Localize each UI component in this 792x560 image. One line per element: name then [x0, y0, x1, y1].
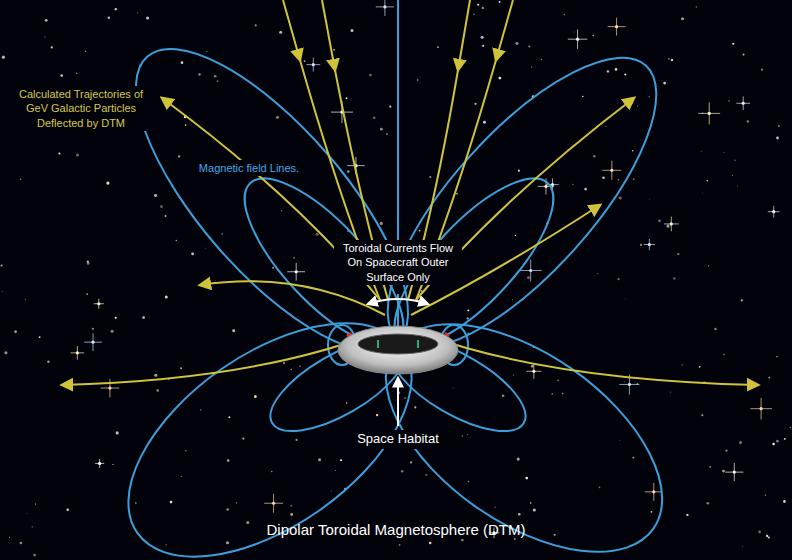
habitat-label: Space Habitat — [338, 430, 458, 449]
field-line-label: Magnetic field Lines. — [184, 160, 314, 176]
field-lines — [88, 0, 702, 560]
current-label: Toroidal Currents Flow On Spacecraft Out… — [334, 240, 462, 285]
particle-trajectories — [62, 0, 758, 385]
pointer-arrow — [397, 378, 399, 426]
diagram-caption: Dipolar Toroidal Magnetosphere (DTM) — [196, 520, 596, 540]
trajectory-label: Calculated Trajectories of GeV Galactic … — [6, 86, 156, 131]
current-arrow — [368, 299, 428, 304]
torus-habitat — [338, 326, 458, 374]
